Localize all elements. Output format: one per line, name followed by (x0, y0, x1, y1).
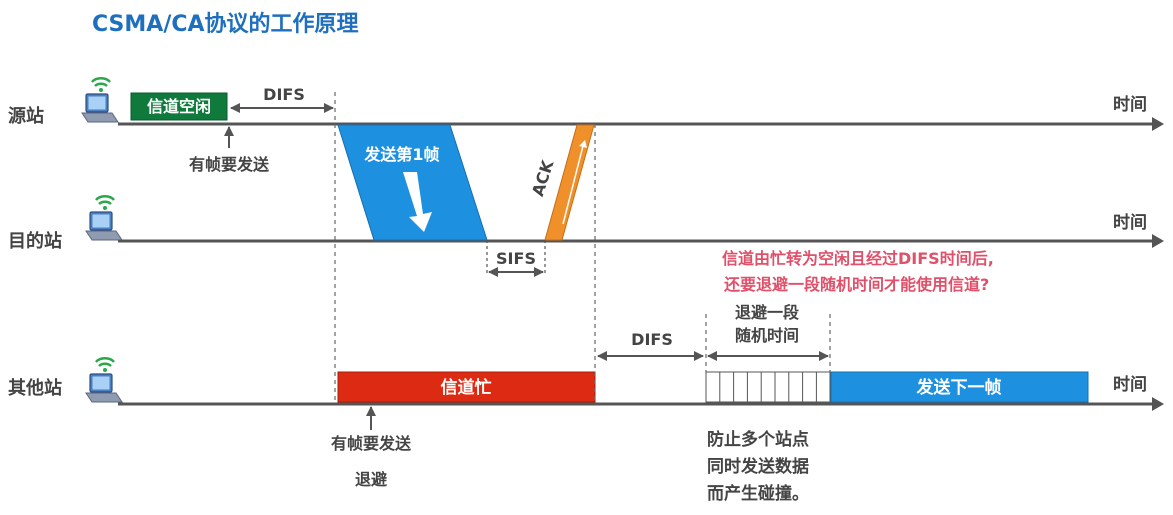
station-label-dest: 目的站 (8, 230, 62, 252)
sifs-label: SIFS (496, 249, 536, 268)
laptop-wifi-icon (84, 195, 124, 242)
laptop-wifi-icon (80, 77, 120, 124)
channel-idle-box (130, 92, 228, 121)
arrow-right-icon (1152, 234, 1164, 248)
station-label-source: 源站 (8, 105, 44, 127)
time-label-other: 时间 (1113, 374, 1147, 395)
up-arrow-icon (579, 140, 587, 148)
prevent-line-1: 防止多个站点 (707, 429, 809, 450)
backoff-word-label: 退避 (355, 470, 387, 489)
backoff-label-line2: 随机时间 (735, 326, 799, 345)
time-label-source: 时间 (1113, 94, 1147, 115)
prevent-line-2: 同时发送数据 (707, 456, 809, 477)
has-frame-bottom-label: 有帧要发送 (331, 434, 412, 453)
laptop-wifi-icon (84, 357, 124, 404)
time-label-dest: 时间 (1113, 212, 1147, 233)
send-next-label: 发送下一帧 (916, 377, 1002, 398)
backoff-slots (705, 371, 831, 403)
note-line-2: 还要退避一段随机时间才能使用信道? (723, 275, 989, 294)
send-frame1-label: 发送第1帧 (363, 145, 439, 164)
channel-busy-box (337, 371, 596, 403)
channel-busy-label: 信道忙 (441, 377, 492, 398)
down-arrow-icon (403, 172, 432, 232)
ack-inner-arrow (562, 145, 584, 225)
difs-top-label: DIFS (263, 85, 305, 104)
backoff-label-line1: 退避一段 (735, 303, 800, 322)
ack-label: ACK (528, 157, 558, 198)
note-line-1: 信道由忙转为空闲且经过DIFS时间后, (722, 249, 994, 268)
station-label-other: 其他站 (8, 377, 62, 399)
difs-bottom-label: DIFS (631, 330, 673, 349)
prevent-line-3: 而产生碰撞。 (707, 483, 809, 504)
send-next-box (830, 371, 1089, 403)
page-title: CSMA/CA协议的工作原理 (92, 11, 359, 37)
channel-idle-label: 信道空闲 (147, 97, 211, 116)
ack-transmission (544, 124, 595, 241)
arrow-right-icon (1152, 397, 1164, 411)
arrow-right-icon (1152, 117, 1164, 131)
has-frame-top-label: 有帧要发送 (189, 155, 270, 174)
